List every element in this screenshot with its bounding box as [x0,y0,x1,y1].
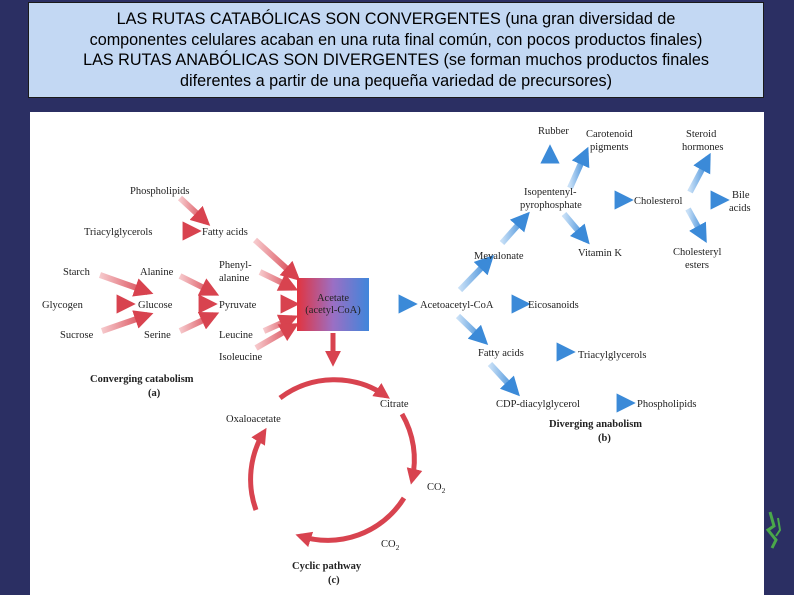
label-co2-b: CO2 [381,539,400,552]
arrow-fattyacids-hub [252,237,301,281]
caption-converging: Converging catabolism [90,374,194,385]
label-rubber: Rubber [538,126,569,137]
cycle-arc-bottom [295,496,407,548]
title-line-4: diferentes a partir de una pequeña varie… [180,71,612,90]
co2-b-sub: 2 [396,543,400,552]
label-cholesterol: Cholesterol [634,196,682,207]
title-line-1: LAS RUTAS CATABÓLICAS SON CONVERGENTES (… [116,10,676,28]
label-pyruvate: Pyruvate [219,300,257,311]
label-bile-2: acids [729,203,751,214]
arrow-phenylalanine-hub [258,269,299,291]
title-line-3: LAS RUTAS ANABÓLICAS SON DIVERGENTES (se… [83,51,709,69]
arrow-starch-glucose [98,272,154,297]
label-cat-phospholipids: Phospholipids [130,186,190,197]
cycle-arc-top [278,377,390,400]
label-alanine: Alanine [140,267,174,278]
arrow-phospholipids-fattyacids [177,195,211,226]
arrow-mevalonate-isopentenyl [499,211,530,245]
label-cholesteryl-esters-2: esters [685,260,709,271]
label-cat-fatty-acids: Fatty acids [202,227,248,238]
cycle-ring [248,377,423,548]
corner-decoration-icon [765,511,782,549]
arrow-serine-pyruvate [178,312,220,334]
arrow-acetoacetyl-mevalonate [457,254,495,293]
arrow-sucrose-glucose [101,310,154,334]
label-co2-a: CO2 [427,482,446,495]
label-ana-triacylglycerols: Triacylglycerols [578,350,646,361]
arrow-cholesterol-esters [685,207,707,244]
anabolic-arrows [373,146,730,413]
acetyl-coa-hub [297,278,369,331]
label-glucose: Glucose [138,300,173,311]
label-phenylalanine-1: Phenyl- [219,260,252,271]
label-carotenoid-2: pigments [590,142,629,153]
label-serine: Serine [144,330,171,341]
co2-a-sub: 2 [442,486,446,495]
label-phenylalanine-2: alanine [219,273,250,284]
label-oxaloacetate: Oxaloacetate [226,414,281,425]
cycle-arc-left [248,427,267,511]
label-eicosanoids: Eicosanoids [528,300,579,311]
label-cholesteryl-esters-1: Cholesteryl [673,247,721,258]
label-isoleucine: Isoleucine [219,352,262,363]
label-steroid-1: Steroid [686,129,717,140]
label-ana-fatty-acids: Fatty acids [478,348,524,359]
label-acetoacetyl-coa: Acetoacetyl-CoA [420,300,494,311]
caption-converging-letter: (a) [148,388,161,399]
label-citrate: Citrate [380,399,409,410]
arrow-acetoacetyl-fattyacids [455,313,489,345]
caption-cyclic: Cyclic pathway [292,561,362,572]
title-line-2: componentes celulares acaban en una ruta… [89,30,703,49]
co2-b-text: CO [381,539,396,550]
label-bile-1: Bile [732,190,750,201]
label-isopentenyl-2: pyrophosphate [520,200,582,211]
caption-diverging-letter: (b) [598,433,611,444]
label-mevalonate: Mevalonate [474,251,524,262]
arrow-cholesterol-steroid [687,152,711,194]
catabolic-arrows [92,195,301,351]
label-cat-triacylglycerols: Triacylglycerols [84,227,152,238]
arrow-alanine-pyruvate [178,273,220,296]
title-box: LAS RUTAS CATABÓLICAS SON CONVERGENTES (… [28,2,764,98]
label-cdp-diacylglycerol: CDP-diacylglycerol [496,399,580,410]
caption-diverging: Diverging anabolism [549,419,642,430]
arrow-isopentenyl-vitamink [561,212,590,245]
label-starch: Starch [63,267,91,278]
hub-label-1: Acetate [317,293,349,304]
label-sucrose: Sucrose [60,330,94,341]
cycle-arc-right [399,412,423,485]
arrow-fattyacids-cdp [487,361,520,397]
hub-label-2: (acetyl-CoA) [305,305,361,316]
arrow-isoleucine-hub [254,323,299,351]
label-leucine: Leucine [219,330,253,341]
label-steroid-2: hormones [682,142,723,153]
metabolic-pathways-figure: Acetate (acetyl-CoA) Phospholipids Triac… [30,112,764,595]
arrow-isopentenyl-carotenoid [567,146,590,190]
caption-cyclic-letter: (c) [328,575,340,586]
label-isopentenyl-1: Isopentenyl- [524,187,577,198]
co2-a-text: CO [427,482,442,493]
label-glycogen: Glycogen [42,300,84,311]
label-ana-phospholipids: Phospholipids [637,399,697,410]
label-vitamin-k: Vitamin K [578,248,622,259]
label-carotenoid-1: Carotenoid [586,129,633,140]
